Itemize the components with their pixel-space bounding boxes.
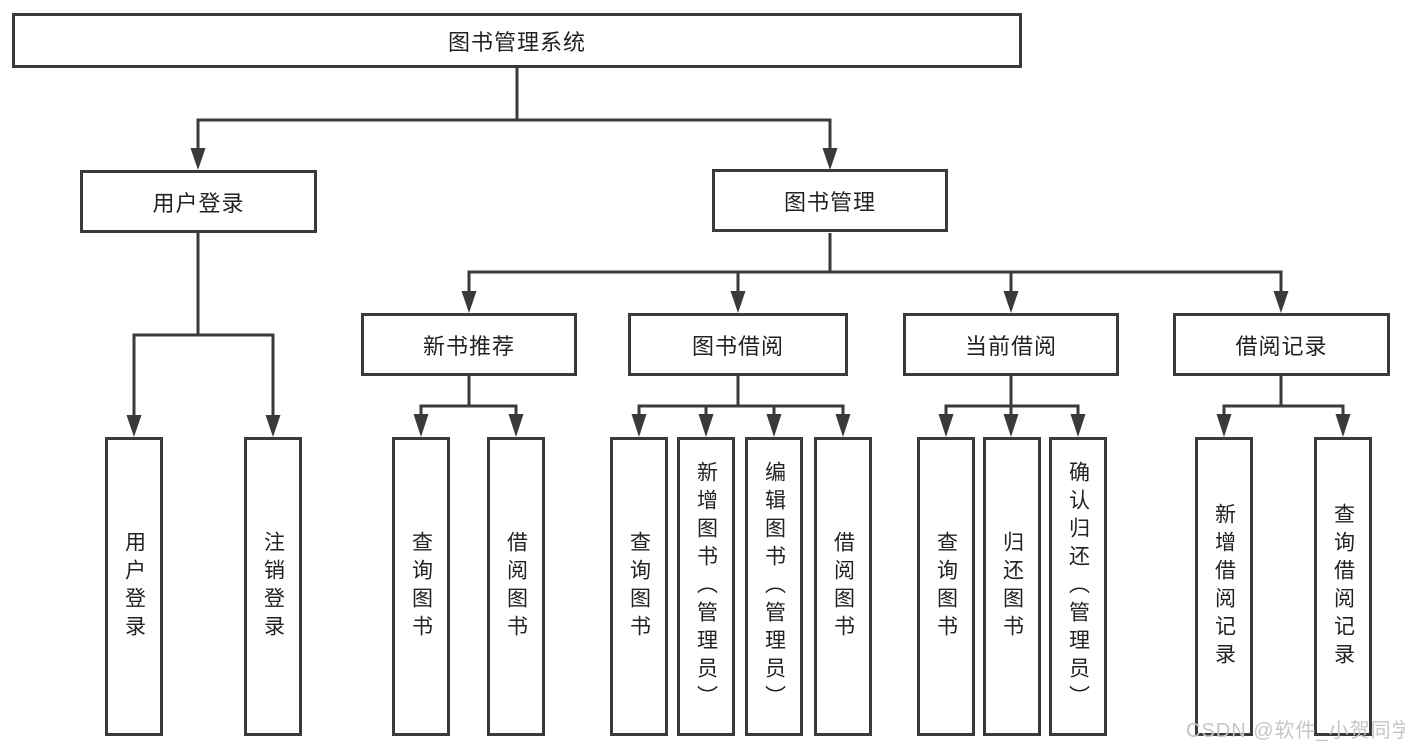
leaf-logout-label: 注销登录 [261,530,285,643]
arrowhead [631,414,647,437]
csdn-watermark: CSDN @软件_小贺同学 [1186,720,1405,742]
leaf-borrow-books-1: 借阅图书 [487,437,545,736]
arrowhead [1216,414,1232,437]
leaf-confirm-return-admin: 确认归还（管理员） [1049,437,1107,736]
arrowhead [1335,414,1351,437]
leaf-query-books-2-label: 查询图书 [627,530,651,643]
node-user-login-label: 用户登录 [152,190,245,216]
arrowhead [730,291,746,313]
node-book-borrow-label: 图书借阅 [691,333,784,359]
node-user-login: 用户登录 [80,170,317,233]
node-root-label: 图书管理系统 [447,29,586,55]
leaf-logout: 注销登录 [244,437,302,736]
node-book-borrow: 图书借阅 [628,313,848,376]
node-current-borrow: 当前借阅 [903,313,1119,376]
node-root: 图书管理系统 [12,13,1022,68]
leaf-borrow-books-1-label: 借阅图书 [504,530,528,643]
arrowhead [822,148,838,170]
leaf-user-login-label: 用户登录 [122,530,146,643]
node-new-book-recommend: 新书推荐 [361,313,577,376]
leaf-return-books: 归还图书 [983,437,1041,736]
node-current-borrow-label: 当前借阅 [964,333,1057,359]
node-borrow-records-label: 借阅记录 [1235,333,1328,359]
arrowhead [1003,414,1019,437]
leaf-add-books-admin-label: 新增图书（管理员） [694,460,718,713]
arrowhead [1273,291,1289,313]
leaf-confirm-return-admin-label: 确认归还（管理员） [1066,460,1090,713]
leaf-query-books-3: 查询图书 [917,437,975,736]
leaf-user-login: 用户登录 [105,437,163,736]
leaf-query-books-2: 查询图书 [610,437,668,736]
leaf-add-borrow-record: 新增借阅记录 [1195,437,1253,736]
arrowhead [413,414,429,437]
arrowhead [190,148,206,170]
arrowhead [1003,291,1019,313]
leaf-return-books-label: 归还图书 [1000,530,1024,643]
arrowhead [938,414,954,437]
arrowhead [508,414,524,437]
arrowhead [698,414,714,437]
leaf-query-borrow-record: 查询借阅记录 [1314,437,1372,736]
arrowhead [766,414,782,437]
node-new-book-recommend-label: 新书推荐 [422,333,515,359]
leaf-query-books-1: 查询图书 [392,437,450,736]
arrowhead [265,415,281,437]
leaf-borrow-books-2-label: 借阅图书 [831,530,855,643]
node-book-management-label: 图书管理 [783,189,876,215]
leaf-query-books-1-label: 查询图书 [409,530,433,643]
arrowhead [835,414,851,437]
arrowhead [461,291,477,313]
leaf-edit-books-admin-label: 编辑图书（管理员） [762,460,786,713]
leaf-add-borrow-record-label: 新增借阅记录 [1212,502,1236,671]
leaf-borrow-books-2: 借阅图书 [814,437,872,736]
node-borrow-records: 借阅记录 [1173,313,1390,376]
leaf-edit-books-admin: 编辑图书（管理员） [745,437,803,736]
leaf-query-books-3-label: 查询图书 [934,530,958,643]
node-book-management: 图书管理 [712,169,948,232]
leaf-query-borrow-record-label: 查询借阅记录 [1331,502,1355,671]
arrowhead [126,415,142,437]
leaf-add-books-admin: 新增图书（管理员） [677,437,735,736]
arrowhead [1070,414,1086,437]
